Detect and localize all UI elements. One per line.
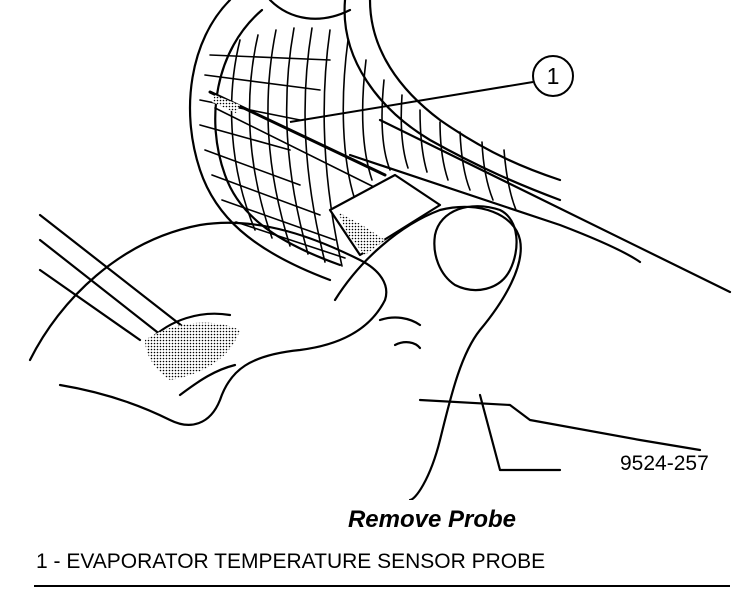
top-housing-cap [268,0,352,20]
lower-duct [38,213,202,352]
housing-edge [378,118,732,294]
figure-id: 9524-257 [620,452,709,475]
top-housing-arc-2 [368,0,562,182]
hand-outline [28,221,388,426]
caption-title: Remove Probe [0,506,752,534]
palm-shading [145,322,240,380]
probe-removal-illustration: 1 [28,0,732,500]
duct-bottom [418,398,702,452]
evaporator-fins [230,27,517,267]
callout-circle [532,55,574,97]
housing-inner-edge [348,153,642,264]
callout-leader [289,81,534,123]
probe-tip-shading [338,212,385,255]
strip-shading [212,95,240,113]
thumbnail [433,205,518,292]
legend-item: 1 - EVAPORATOR TEMPERATURE SENSOR PROBE [36,550,546,573]
callout-number: 1 [547,63,560,89]
thumb [333,205,522,500]
evaporator-frame-outer [188,0,332,282]
caption-title-text: Remove Probe [347,506,517,533]
bottom-divider [34,585,730,587]
evaporator-frame-inner [214,8,342,267]
top-housing-arc-1 [343,0,562,202]
